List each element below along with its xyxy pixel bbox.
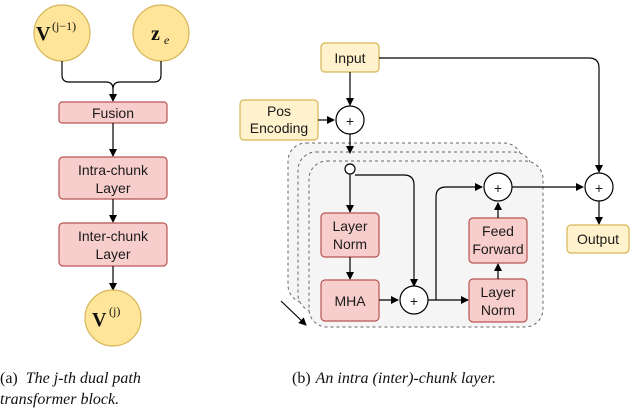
- connector-residual-1: [355, 174, 418, 287]
- svg-text:+: +: [346, 113, 354, 129]
- svg-text:+: +: [595, 180, 603, 196]
- node-z-e: z e: [132, 4, 190, 62]
- svg-text:MHA: MHA: [334, 293, 366, 309]
- add-node-attention: +: [399, 285, 429, 315]
- svg-text:Output: Output: [577, 231, 619, 247]
- add-node-feedforward: +: [483, 172, 513, 202]
- caption-a-line1: (a)The j-th dual path: [0, 370, 141, 387]
- split-node: [344, 163, 356, 175]
- input-block: Input: [320, 42, 380, 73]
- node-v-prev: V (j−1): [33, 4, 91, 62]
- svg-text:Norm: Norm: [481, 302, 515, 318]
- mha-block: MHA: [320, 279, 380, 322]
- add-node-positional: +: [335, 105, 365, 135]
- svg-text:Feed: Feed: [482, 223, 514, 239]
- svg-text:Encoding: Encoding: [250, 120, 308, 136]
- svg-text:Intra-chunk: Intra-chunk: [78, 162, 149, 178]
- panel-b: Input Pos Encoding + Layer Norm: [239, 42, 630, 387]
- layer-norm-block-1: Layer Norm: [320, 212, 380, 258]
- svg-text:Layer: Layer: [332, 218, 367, 234]
- svg-text:(j−1): (j−1): [52, 19, 76, 33]
- panel-a: V (j−1) z e Fusion Intra-chunk Layer Int…: [0, 4, 190, 408]
- output-block: Output: [566, 224, 630, 254]
- svg-text:Inter-chunk: Inter-chunk: [78, 228, 149, 244]
- svg-text:V: V: [92, 309, 107, 331]
- svg-text:+: +: [494, 180, 502, 196]
- svg-text:V: V: [36, 23, 51, 45]
- svg-text:z: z: [151, 23, 160, 45]
- layer-norm-block-2: Layer Norm: [468, 278, 528, 323]
- add-node-output: +: [584, 172, 614, 202]
- connector-residual-2: [435, 183, 483, 300]
- svg-text:Forward: Forward: [472, 241, 523, 257]
- connector-input-skip: [379, 57, 603, 173]
- connector-z-to-fusion: [112, 61, 162, 90]
- svg-text:Layer: Layer: [480, 284, 515, 300]
- intra-chunk-layer-block: Intra-chunk Layer: [58, 156, 168, 200]
- connector-v-to-fusion: [61, 61, 114, 90]
- svg-text:Pos: Pos: [267, 103, 291, 119]
- svg-text:+: +: [410, 293, 418, 309]
- svg-text:(j): (j): [109, 304, 120, 318]
- svg-text:Input: Input: [334, 50, 365, 66]
- inter-chunk-layer-block: Inter-chunk Layer: [58, 222, 168, 267]
- svg-text:Fusion: Fusion: [92, 105, 134, 121]
- stack-depth-arrow: [280, 300, 307, 326]
- pos-encoding-block: Pos Encoding: [239, 99, 319, 141]
- caption-b: (b)An intra (inter)-chunk layer.: [292, 370, 496, 387]
- fusion-block: Fusion: [58, 101, 168, 124]
- feed-forward-block: Feed Forward: [468, 217, 528, 264]
- svg-text:Layer: Layer: [95, 180, 130, 196]
- svg-text:e: e: [164, 33, 170, 47]
- node-v-j: V (j): [84, 289, 142, 347]
- caption-a-line2: transformer block.: [0, 391, 119, 408]
- svg-text:Norm: Norm: [333, 236, 367, 252]
- svg-text:Layer: Layer: [95, 246, 130, 262]
